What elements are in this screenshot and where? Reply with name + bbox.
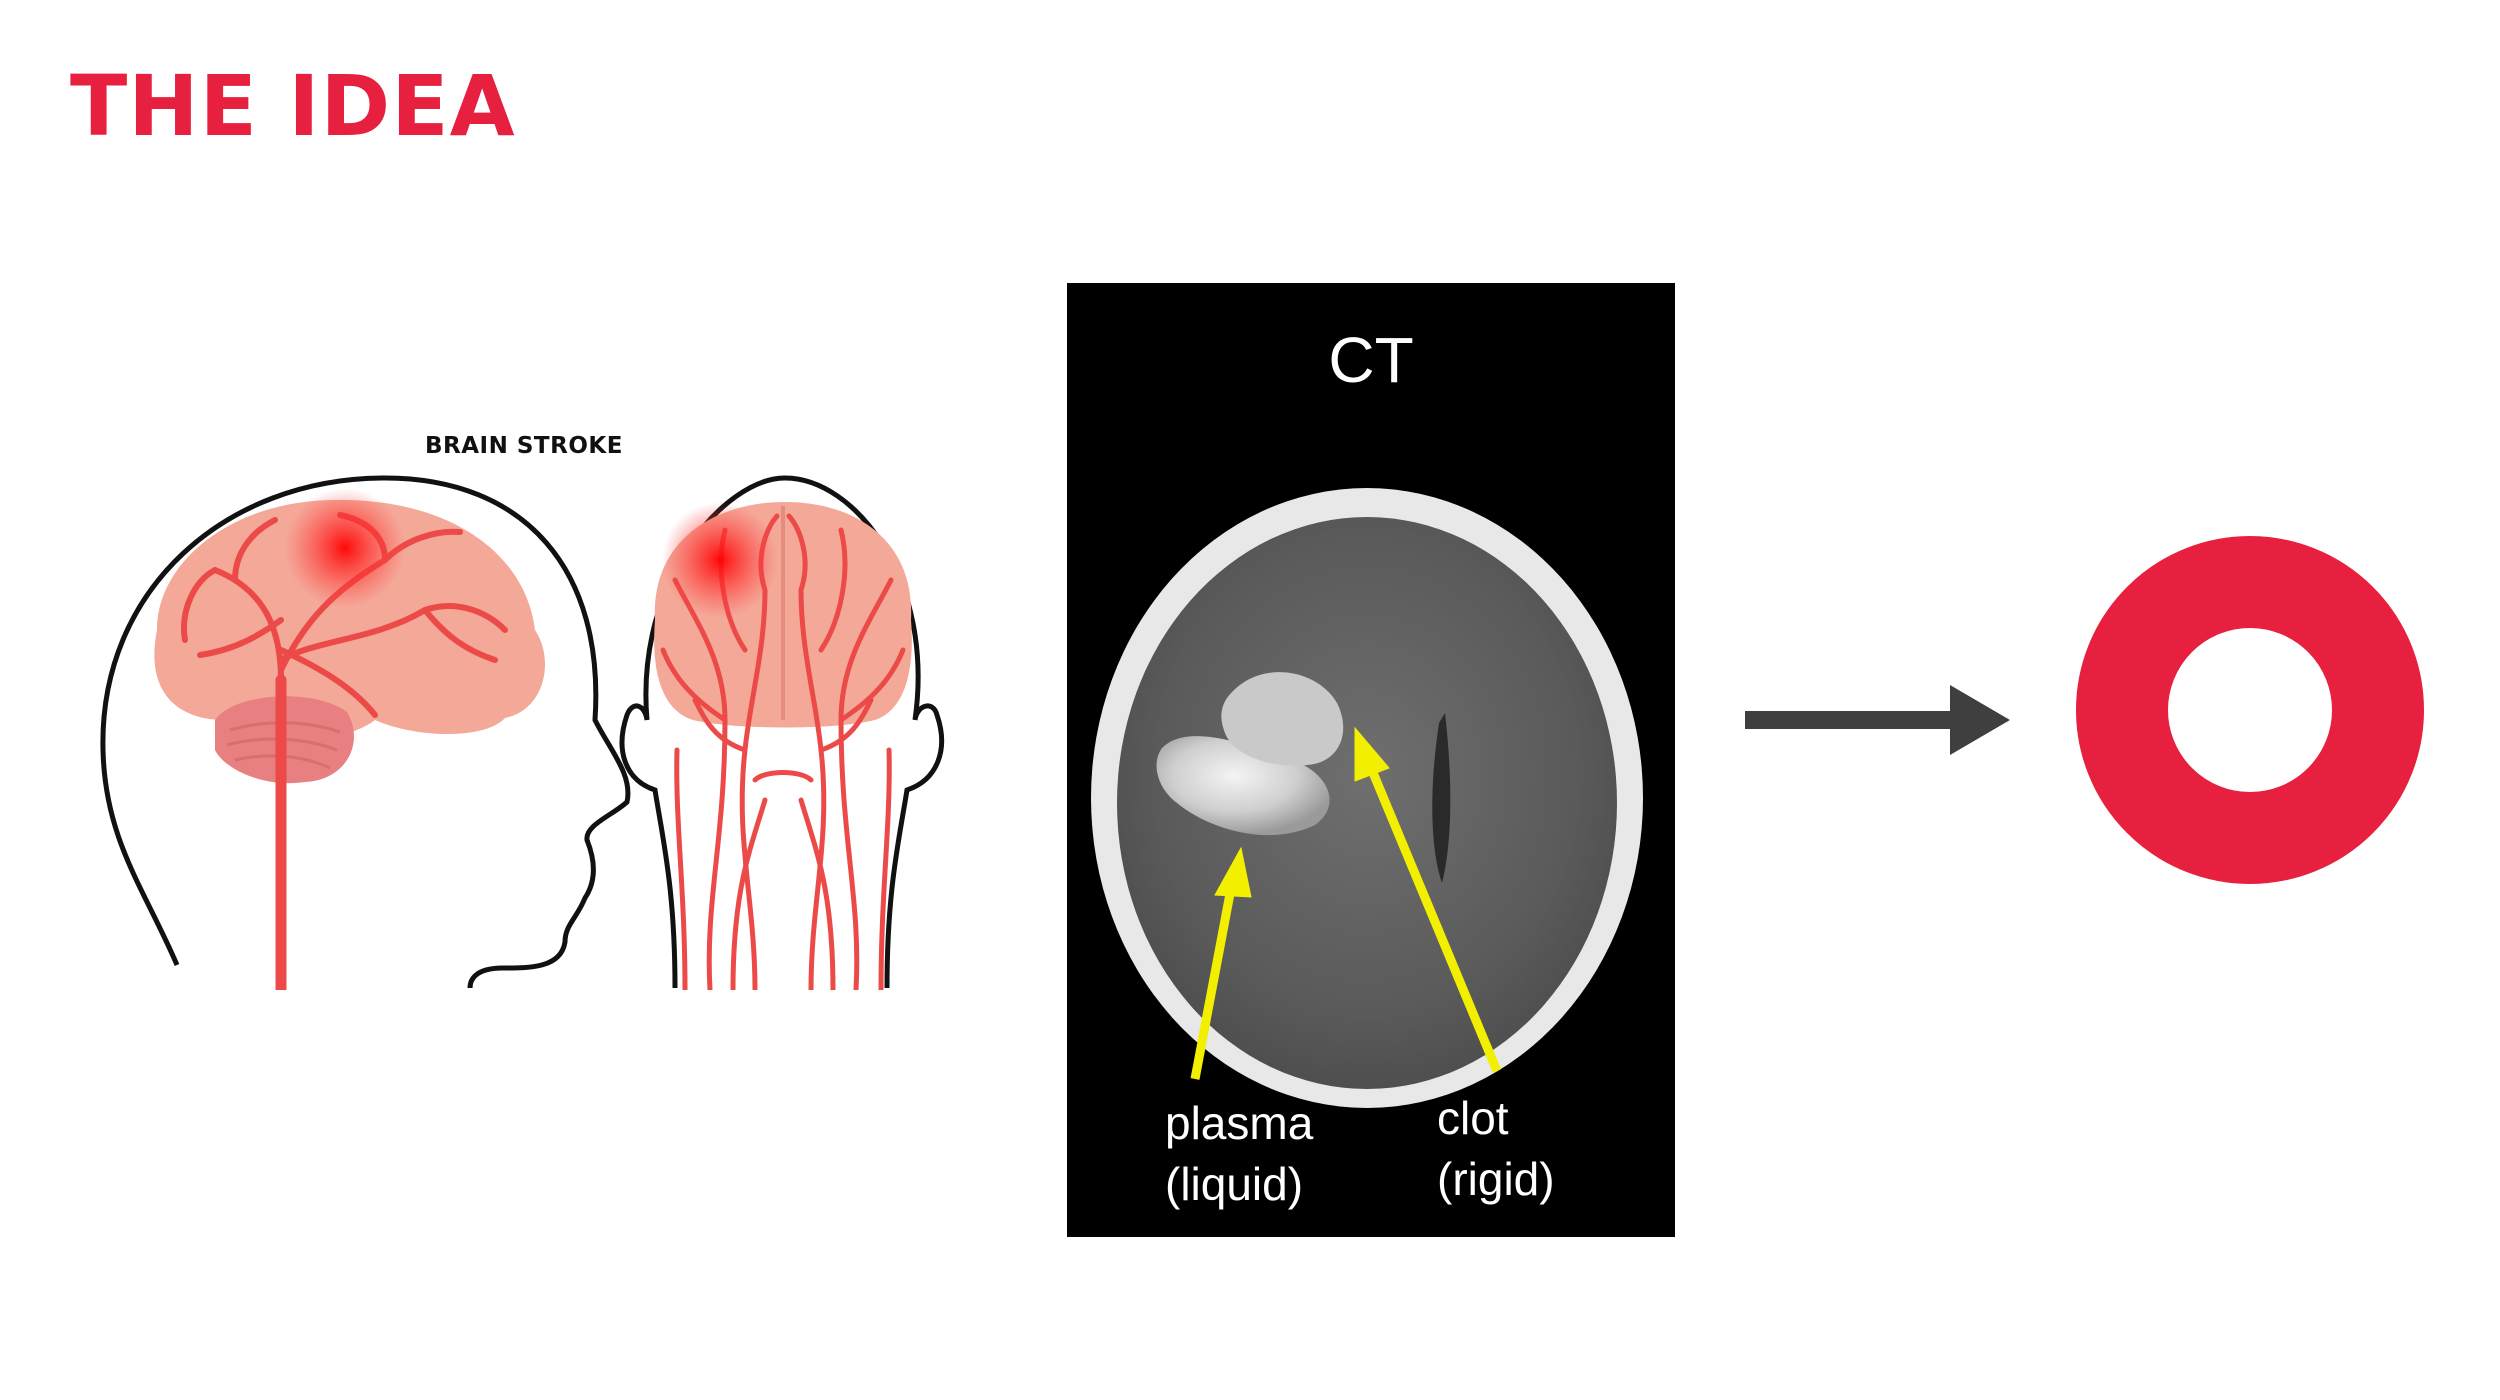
ventricle xyxy=(1432,713,1451,883)
clot-label-line2: (rigid) xyxy=(1437,1152,1555,1205)
ct-title: CT xyxy=(1328,324,1414,396)
clot-label-line1: clot xyxy=(1437,1092,1509,1144)
ct-scan-panel: CT plasma (liquid) clot (rigid) xyxy=(1067,283,1675,1237)
plasma-label-line2: (liquid) xyxy=(1165,1157,1304,1210)
back-head-view xyxy=(619,475,945,990)
side-head-view xyxy=(100,475,631,990)
plasma-label-line1: plasma xyxy=(1165,1097,1314,1149)
illustration-caption: BRAIN STROKE xyxy=(425,433,623,459)
clot-arrow xyxy=(1364,761,1502,1073)
brain-stroke-illustration xyxy=(100,475,945,990)
slide-title: THE IDEA xyxy=(70,57,516,155)
ring-icon xyxy=(2076,536,2424,884)
back-stroke-spot xyxy=(662,502,778,618)
clot-label: clot (rigid) xyxy=(1437,1088,1555,1209)
right-arrow-icon xyxy=(1745,685,2010,755)
ct-arrows xyxy=(1190,726,1502,1080)
side-vessels xyxy=(181,512,508,990)
brain-tissue xyxy=(1117,517,1617,1089)
ct-scan-image xyxy=(1091,488,1643,1108)
plasma-arrow xyxy=(1190,882,1237,1080)
hematoma-clot xyxy=(1221,672,1344,766)
side-brain xyxy=(154,499,545,739)
plasma-label: plasma (liquid) xyxy=(1165,1093,1313,1214)
side-stroke-spot xyxy=(285,488,405,608)
